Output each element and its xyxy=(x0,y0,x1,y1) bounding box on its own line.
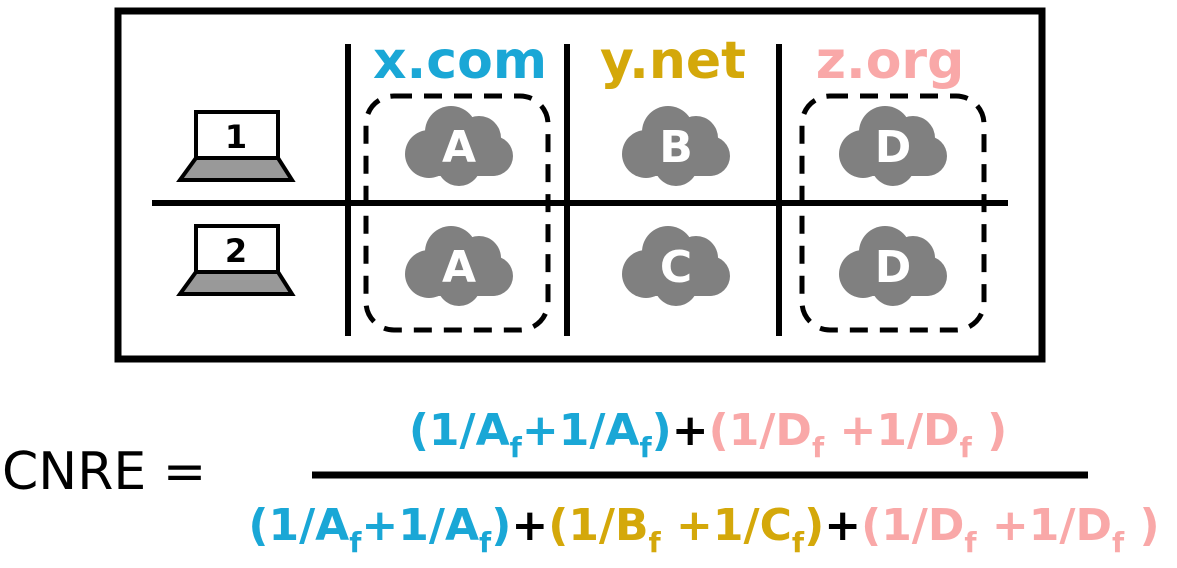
laptop-label: 2 xyxy=(225,232,247,270)
laptop-icon: 2 xyxy=(176,224,296,296)
formula-subscript: f xyxy=(1112,526,1125,559)
formula-subscript: f xyxy=(812,431,825,464)
formula-subscript: f xyxy=(792,526,805,559)
formula-term: ) xyxy=(804,500,824,551)
formula-term: (1/A xyxy=(248,500,349,551)
domain-header-y: y.net xyxy=(600,31,746,91)
cloud-icon: A xyxy=(405,106,513,186)
table-frame xyxy=(114,7,1046,363)
formula-subscript: f xyxy=(479,526,492,559)
formula-subscript: f xyxy=(639,431,652,464)
cloud-label: B xyxy=(659,122,693,173)
formula-term: ) xyxy=(491,500,511,551)
cloud-icon: D xyxy=(839,226,947,306)
formula-term: ) xyxy=(1124,500,1159,551)
formula-subscript: f xyxy=(349,526,362,559)
formula-lhs: CNRE = xyxy=(2,442,206,502)
domain-header-z: z.org xyxy=(816,31,965,91)
formula-term: + xyxy=(824,500,861,551)
formula-term: + xyxy=(672,405,709,456)
formula-subscript: f xyxy=(960,431,973,464)
cloud-label: D xyxy=(875,122,912,173)
cloud-icon: C xyxy=(622,226,730,306)
formula-subscript: f xyxy=(964,526,977,559)
laptop-icon: 1 xyxy=(176,110,296,182)
formula-term: (1/B xyxy=(548,500,648,551)
cloud-icon: B xyxy=(622,106,730,186)
formula-term: ) xyxy=(652,405,672,456)
cloud-icon: D xyxy=(839,106,947,186)
cloud-icon: A xyxy=(405,226,513,306)
formula-term: +1/D xyxy=(824,405,959,456)
formula-numerator: (1/Af+1/Af)+(1/Df +1/Df ) xyxy=(409,405,1007,464)
formula-term: (1/A xyxy=(409,405,510,456)
formula-denominator: (1/Af+1/Af)+(1/Bf +1/Cf)+(1/Df +1/Df ) xyxy=(248,500,1159,559)
formula-term: +1/C xyxy=(661,500,792,551)
formula-term: +1/A xyxy=(361,500,479,551)
group-box-a xyxy=(363,93,551,333)
group-box-d xyxy=(799,93,987,333)
formula-subscript: f xyxy=(510,431,523,464)
cloud-label: C xyxy=(660,242,692,293)
cloud-label: D xyxy=(875,242,912,293)
cloud-label: A xyxy=(442,242,476,293)
formula-term: (1/D xyxy=(861,500,964,551)
laptop-label: 1 xyxy=(225,118,247,156)
formula-term: +1/D xyxy=(977,500,1112,551)
domain-header-x: x.com xyxy=(373,31,547,91)
formula-term: + xyxy=(511,500,548,551)
formula-term: ) xyxy=(972,405,1007,456)
formula-term: (1/D xyxy=(709,405,812,456)
formula-term: +1/A xyxy=(522,405,640,456)
formula-subscript: f xyxy=(649,526,662,559)
cloud-label: A xyxy=(442,122,476,173)
